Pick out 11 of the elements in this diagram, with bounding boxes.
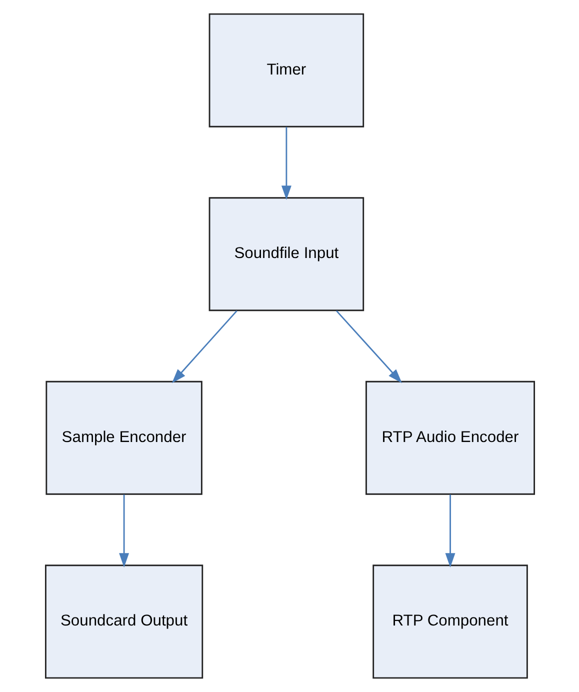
arrow xyxy=(118,494,129,568)
arrow xyxy=(171,310,237,384)
node-box: Soundfile Input xyxy=(208,197,364,312)
arrow xyxy=(280,127,291,200)
arrow xyxy=(444,494,455,568)
node-box: Sample Enconder xyxy=(45,380,202,495)
node-box: RTP Audio Encoder xyxy=(365,380,535,495)
node-box: RTP Component xyxy=(372,564,528,679)
node-box: Timer xyxy=(208,13,364,128)
node-box: Soundcard Output xyxy=(44,564,203,679)
arrow xyxy=(335,310,402,384)
